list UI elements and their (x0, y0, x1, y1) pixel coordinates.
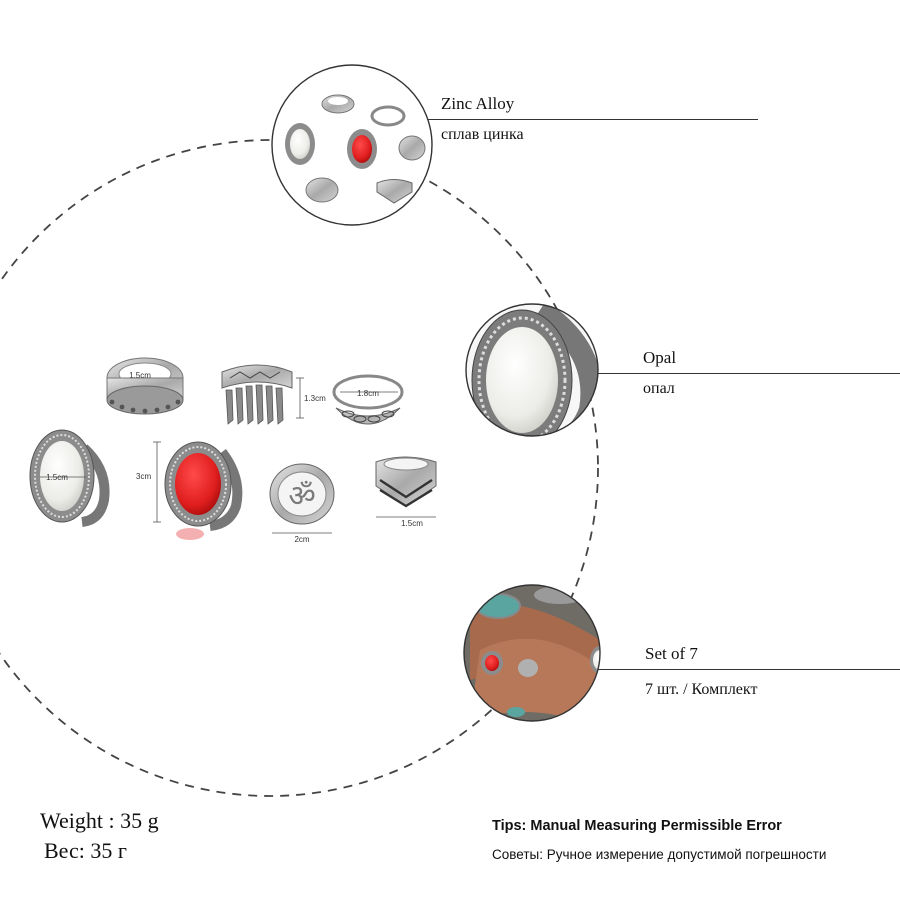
feather-ring-size: 1.3cm (304, 394, 326, 403)
feature-zinc-alloy-rule (428, 119, 758, 120)
feature-opal-rule (598, 373, 900, 374)
om-ring-icon: ॐ (269, 463, 335, 525)
chevron-ring-icon (375, 456, 437, 508)
leaf-ring-size: 1.8cm (357, 389, 379, 398)
feature-zinc-alloy-ru: сплав цинка (441, 126, 524, 143)
feature-set-of-7-en: Set of 7 (645, 644, 698, 663)
red-stone-ring-icon (164, 441, 243, 540)
om-ring-size: 2cm (294, 535, 309, 544)
tips-en: Tips: Manual Measuring Permissible Error (492, 818, 782, 834)
opal-ring-icon (29, 429, 110, 527)
ring-set-main-illustration: 1.5cm 1.3cm (29, 357, 437, 544)
feature-zinc-alloy-en: Zinc Alloy (441, 94, 515, 113)
feature-opal-ru: опал (643, 380, 675, 397)
feature-opal-en: Opal (643, 348, 677, 367)
chevron-ring-size: 1.5cm (401, 519, 423, 528)
feature-opal-image (465, 303, 599, 437)
feature-set-of-7-ru: 7 шт. / Комплект (645, 681, 758, 698)
feather-ring-icon (221, 364, 293, 425)
leaf-ring-icon (332, 374, 404, 425)
opal-ring-size: 1.5cm (46, 473, 68, 482)
dashed-outline-circle (0, 139, 599, 797)
feature-set-of-7-rule (598, 669, 900, 670)
red-ring-size: 3cm (136, 472, 151, 481)
spinner-ring-size: 1.5cm (129, 371, 151, 380)
feature-set-of-7-image (463, 584, 601, 722)
spinner-ring-icon (106, 357, 184, 415)
svg-text:ॐ: ॐ (288, 479, 315, 514)
weight-en: Weight : 35 g (40, 808, 159, 833)
weight-ru: Вес: 35 г (44, 838, 127, 863)
tips-ru: Советы: Ручное измерение допустимой погр… (492, 847, 827, 862)
feature-zinc-alloy-image (271, 64, 433, 226)
